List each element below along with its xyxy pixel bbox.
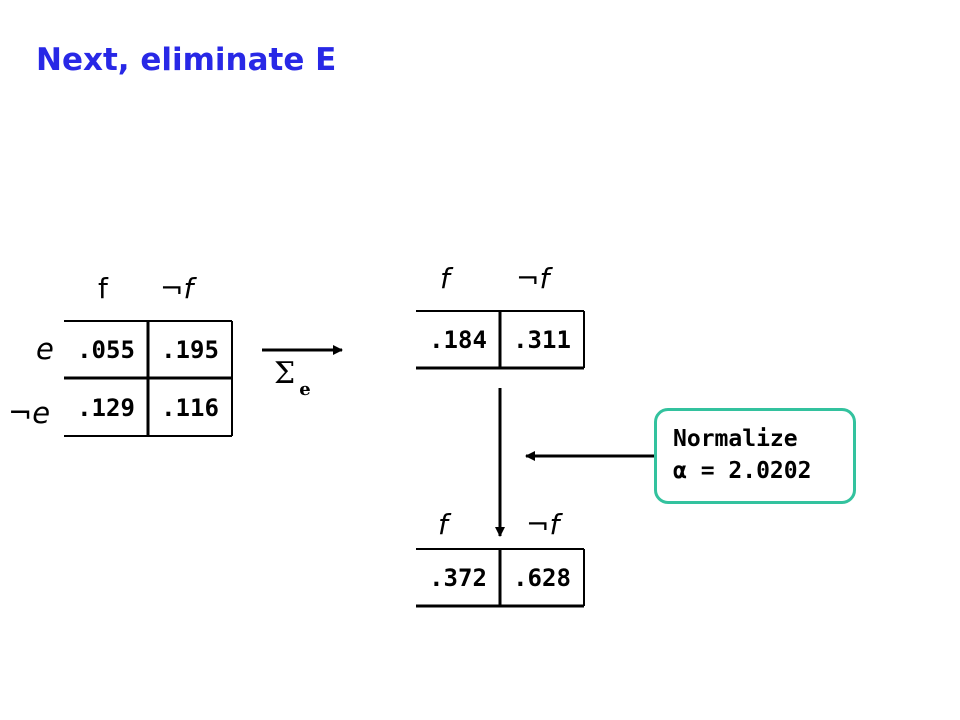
table-f-normalized-cell-f: .372 — [429, 564, 487, 592]
table-fe-grid — [64, 320, 233, 437]
table-f-cell-f: .184 — [429, 326, 487, 354]
sum-variable: e — [299, 379, 311, 400]
table-fe-row-e: e — [36, 332, 54, 366]
table-fe-cell-e-not-f: .195 — [161, 336, 219, 364]
table-fe-cell-not-e-not-f: .116 — [161, 394, 219, 422]
table-f-normalized-col-f: f — [438, 508, 448, 541]
table-fe-col-f: f — [98, 272, 108, 305]
table-fe-row-not-e: ¬e — [8, 396, 51, 430]
normalize-label: Normalize — [673, 426, 798, 452]
table-f-normalized-col-not-f: ¬f — [526, 508, 560, 541]
table-f-cell-not-f: .311 — [513, 326, 571, 354]
page-title: Next, eliminate E — [36, 42, 337, 78]
table-f-col-f: f — [440, 262, 450, 295]
normalize-callout: Normalize α = 2.0202 — [654, 408, 856, 504]
table-fe-cell-e-f: .055 — [77, 336, 135, 364]
table-fe-col-not-f: ¬f — [160, 272, 194, 305]
table-f-grid — [416, 310, 585, 370]
table-fe-cell-not-e-f: .129 — [77, 394, 135, 422]
table-f-normalized-cell-not-f: .628 — [513, 564, 571, 592]
table-f-col-not-f: ¬f — [516, 262, 550, 295]
sigma-symbol: Σ — [274, 356, 296, 391]
table-f-normalized-grid — [416, 548, 585, 608]
normalize-alpha: α = 2.0202 — [673, 458, 812, 484]
